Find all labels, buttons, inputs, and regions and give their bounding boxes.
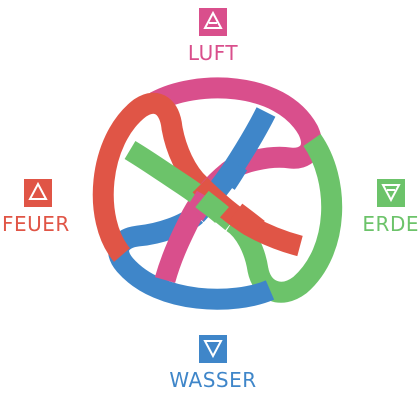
crossing-blue-over — [217, 159, 248, 190]
wasser-loop — [108, 206, 275, 310]
luft-badge — [199, 8, 227, 36]
luft-loop — [149, 77, 322, 181]
air-triangle-icon — [203, 10, 223, 29]
erde-label: ERDE — [362, 212, 419, 236]
erde-badge — [377, 179, 405, 207]
crossing-green-over — [195, 190, 229, 223]
water-triangle-icon — [203, 340, 223, 359]
earth-triangle-icon — [381, 184, 401, 203]
wasser-badge — [199, 335, 227, 363]
feuer-loop — [92, 92, 208, 262]
crossing-red-over — [229, 203, 265, 238]
fire-triangle-icon — [28, 181, 48, 200]
feuer-badge — [24, 179, 52, 207]
wasser-label: WASSER — [169, 368, 256, 392]
feuer-label: FEUER — [2, 212, 70, 236]
luft-label: LUFT — [188, 41, 238, 65]
erde-loop — [225, 133, 343, 303]
